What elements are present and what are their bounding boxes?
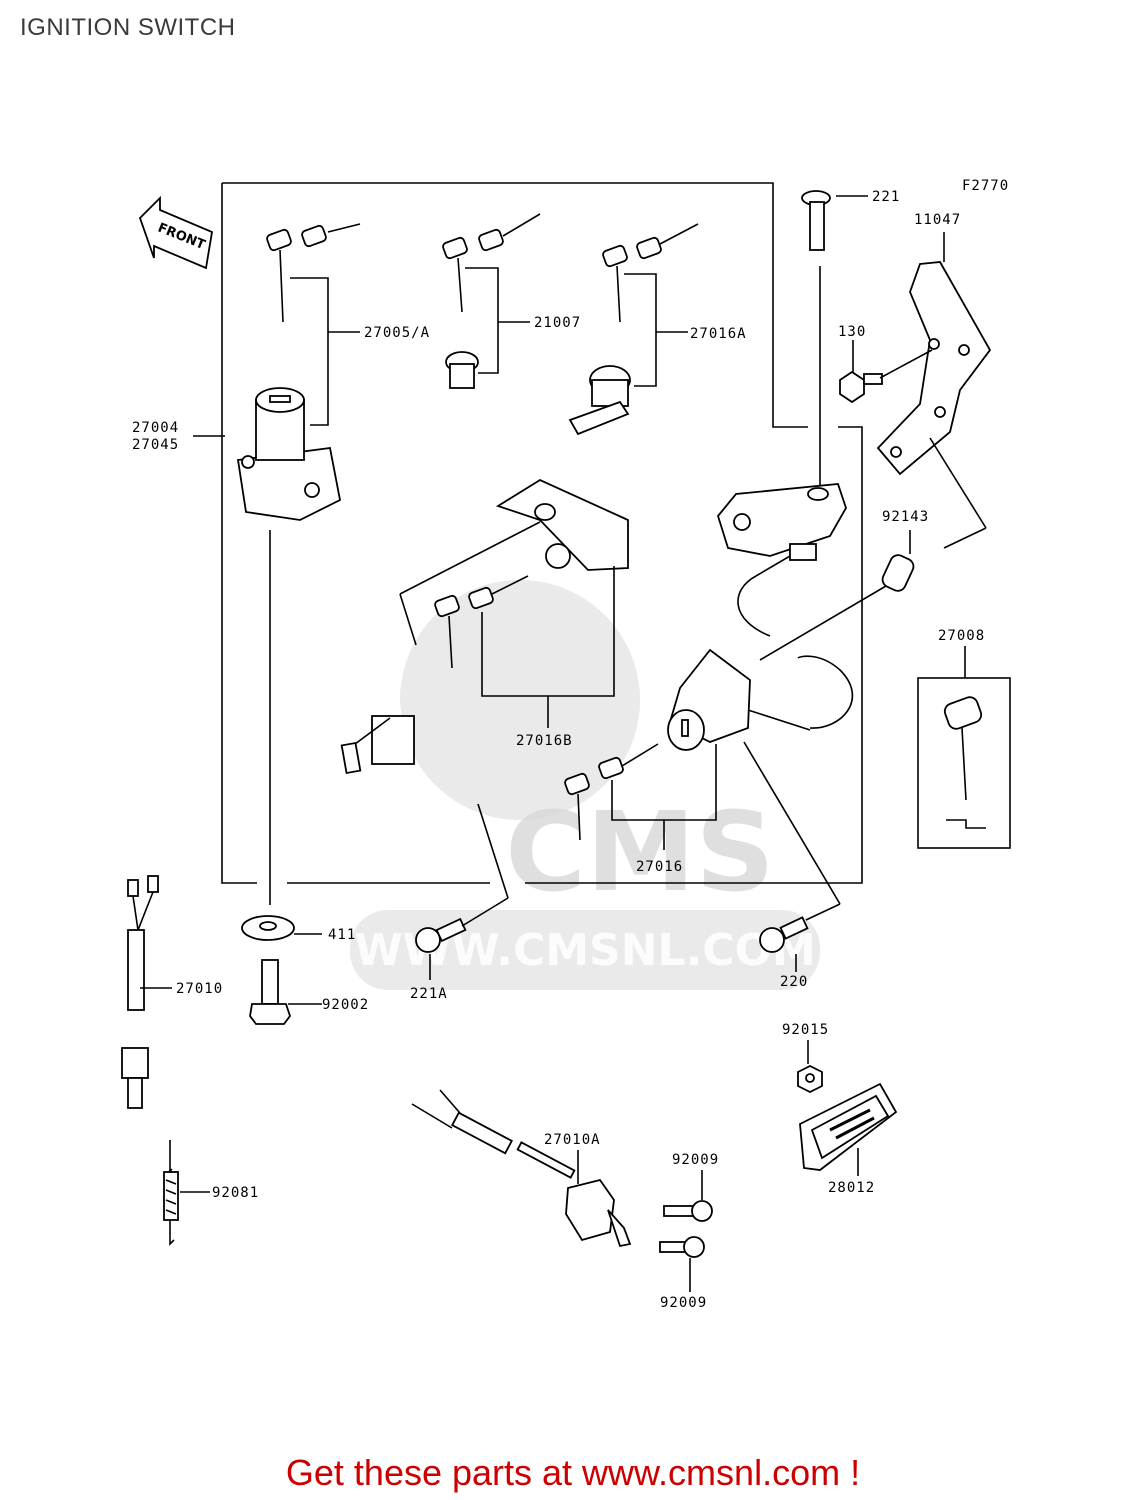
part-label: 27045: [132, 437, 179, 453]
part-label: 92081: [212, 1185, 259, 1201]
key-icon: [442, 213, 541, 313]
spring-icon: [163, 1140, 179, 1246]
key-blank-panel: [917, 677, 1011, 849]
part-label: 28012: [828, 1180, 875, 1196]
seat-lock-icon: [434, 478, 629, 669]
watermark-logo: CMS: [505, 788, 774, 916]
stop-switch-icon: [411, 1089, 632, 1248]
washer-icon: [241, 915, 295, 941]
exploded-diagram: WWW.CMSNL.COM CMS FRONT F2770: [121, 178, 1011, 1311]
key-icon: [266, 223, 361, 323]
helmet-lock-icon: [716, 483, 847, 637]
leader-line: [290, 277, 329, 426]
part-label: 92009: [672, 1152, 719, 1168]
part-label: 11047: [914, 212, 961, 228]
part-label: 27016: [636, 859, 683, 875]
part-label: 221A: [410, 986, 448, 1002]
lock-cylinder-icon: [568, 365, 631, 436]
part-label: 27004: [132, 420, 179, 436]
part-label: 220: [780, 974, 808, 990]
bolt-icon: [663, 1200, 713, 1222]
part-label: 92015: [782, 1022, 829, 1038]
screw-icon: [801, 190, 831, 251]
neutral-switch-icon: [121, 875, 159, 1109]
part-label: 27005/A: [364, 325, 430, 341]
page-title: IGNITION SWITCH: [20, 14, 236, 41]
screw-icon: [415, 917, 467, 953]
part-label: 92143: [882, 509, 929, 525]
part-label: 27008: [938, 628, 985, 644]
collar-icon: [881, 554, 915, 592]
key-icon: [602, 223, 699, 323]
part-label: 27010: [176, 981, 223, 997]
part-label: 92002: [322, 997, 369, 1013]
seat-lock-cap-icon: [445, 351, 479, 389]
nut-icon: [797, 1064, 823, 1094]
bracket-icon: [876, 261, 992, 476]
assembly-frame: [221, 182, 863, 884]
part-label: 27010A: [544, 1132, 601, 1148]
figure-code: F2770: [962, 178, 1009, 194]
part-label: 221: [872, 189, 900, 205]
part-label: 21007: [534, 315, 581, 331]
part-label: 92009: [660, 1295, 707, 1311]
part-label: 411: [328, 927, 356, 943]
bolt-icon: [249, 959, 292, 1025]
footer-link-text[interactable]: Get these parts at www.cmsnl.com !: [285, 1452, 861, 1493]
front-arrow-icon: FRONT: [138, 195, 214, 270]
part-label: 27016A: [690, 326, 747, 342]
part-label: 130: [838, 324, 866, 340]
bolt-icon: [659, 1236, 705, 1258]
part-label: 27016B: [516, 733, 573, 749]
watermark: WWW.CMSNL.COM CMS: [350, 580, 820, 990]
screw-icon: [759, 916, 809, 953]
part-labels: 221 11047 27005/A 21007 27016A 130 27004…: [132, 189, 985, 1311]
reflector-icon: [799, 1082, 898, 1171]
ignition-switch-icon: [236, 387, 415, 775]
lock-assembly-icon: [564, 648, 854, 841]
bolt-icon: [839, 370, 883, 404]
